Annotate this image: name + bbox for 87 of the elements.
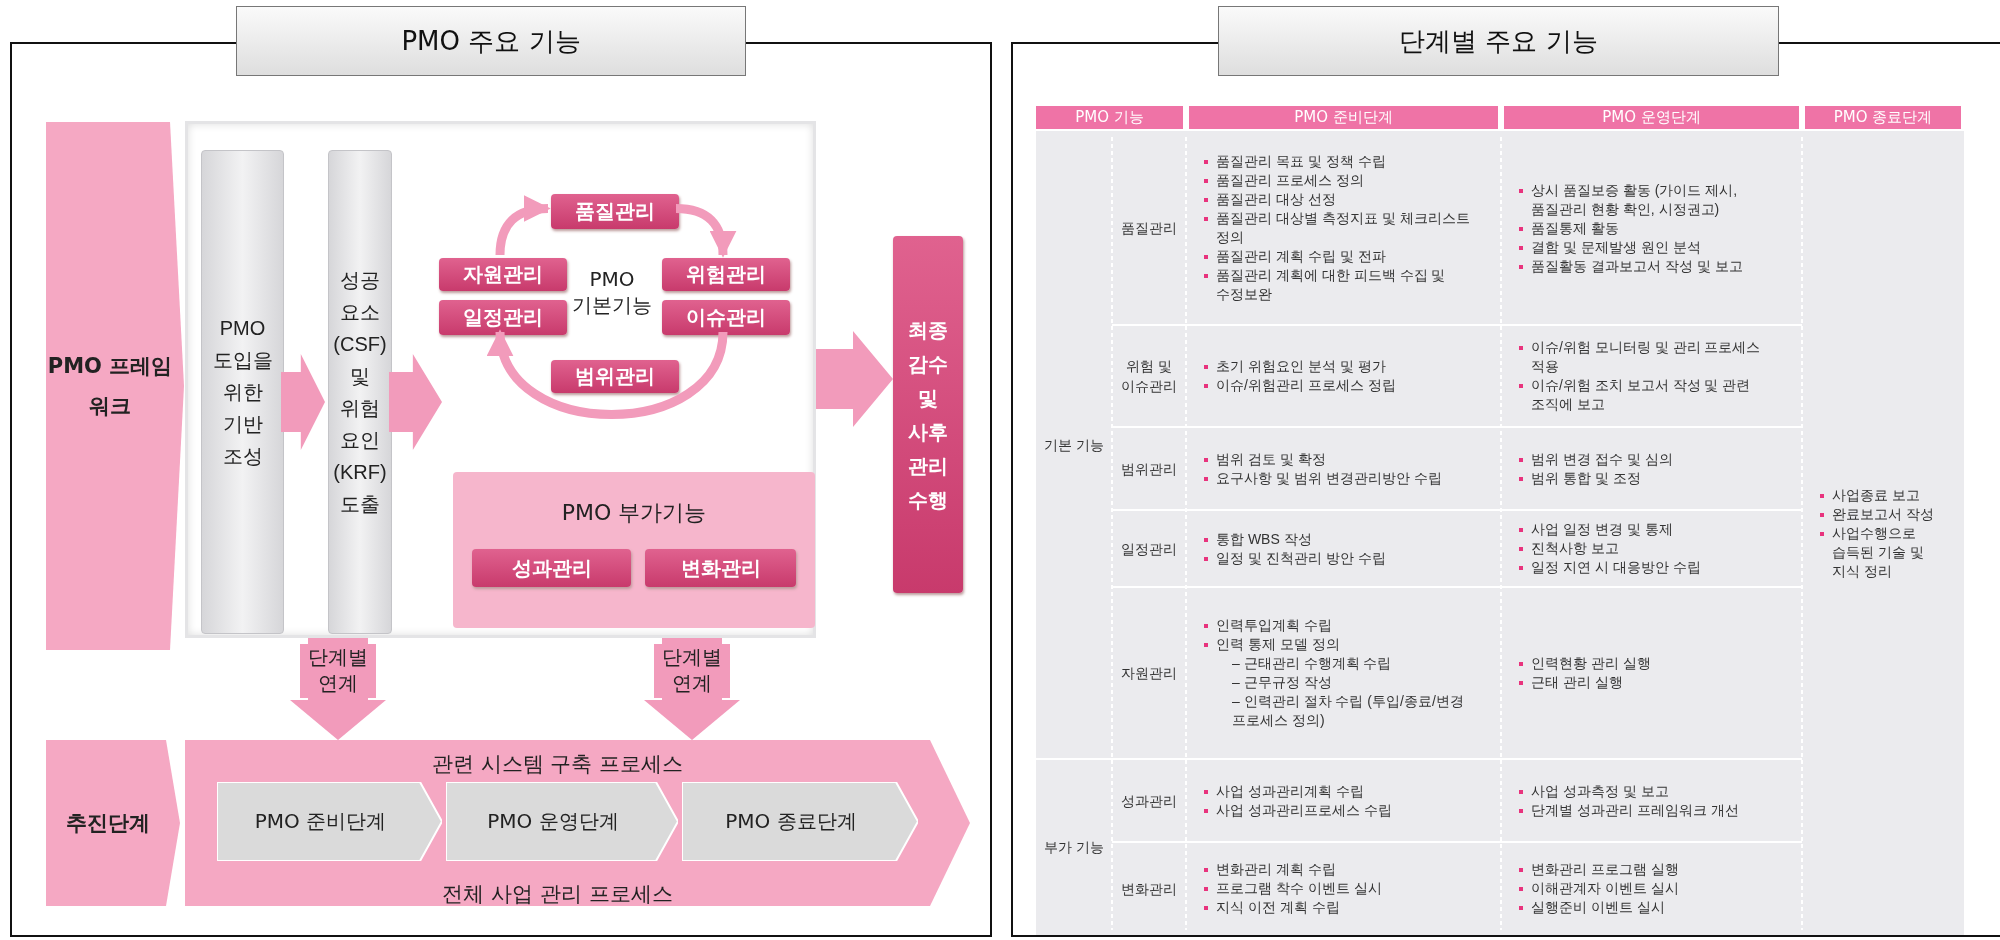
function-box: 범위관리 <box>551 360 679 393</box>
bullet-item: 진척사항 보고 <box>1517 539 1790 558</box>
row-label: 기본 기능 <box>1043 436 1105 455</box>
cycle-arrow <box>490 329 728 419</box>
circle-label: PMO 기본기능 <box>571 266 653 319</box>
bullet-item: 일정 지연 시 대응방안 수립 <box>1517 558 1790 577</box>
function-box: 위험관리 <box>662 258 790 291</box>
row-label: 품질관리 <box>1120 219 1178 238</box>
row-label: 범위관리 <box>1120 459 1178 479</box>
header-cell: PMO 종료단계 <box>1805 106 1961 129</box>
row-label: 변화관리 <box>1120 879 1178 899</box>
bullet-item: 품질관리 목표 및 정책 수립 <box>1202 152 1489 171</box>
header-cell: PMO 준비단계 <box>1189 106 1498 129</box>
group-title: PMO 부가기능 <box>561 499 707 527</box>
function-box: 자원관리 <box>439 258 567 291</box>
bullet-item: 품질관리 계획에 대한 피드백 수집 및 수정보완 <box>1202 266 1489 304</box>
edge-label: 단계별 연계 <box>300 644 376 698</box>
header-cell: PMO 운영단계 <box>1504 106 1799 129</box>
block-arrow <box>281 354 325 450</box>
frame-box <box>185 121 816 638</box>
bullet-item: 단계별 성과관리 프레임워크 개선 <box>1517 800 1790 820</box>
process-band <box>185 740 970 906</box>
bullet-item: 사업 성과관리계획 수립 <box>1202 781 1489 801</box>
bullet-item: 인력투입계획 수립 <box>1202 616 1489 635</box>
bullet-item: 품질관리 프로세스 정의 <box>1202 171 1489 190</box>
header-cell: PMO 기능 <box>1036 106 1183 129</box>
sub-item: – 근무규정 작성 <box>1231 673 1333 692</box>
bullet-item: 이슈/위험 모니터링 및 관리 프로세스 적용 <box>1517 338 1790 376</box>
row-label: 일정관리 <box>1120 539 1178 559</box>
group-box <box>453 472 815 628</box>
row-label: 부가 기능 <box>1043 838 1105 857</box>
phase-box: PMO 준비단계 <box>217 782 442 861</box>
function-box: 변화관리 <box>645 549 796 587</box>
bullet-item: 요구사항 및 범위 변경관리방안 수립 <box>1202 468 1489 488</box>
bullet-item: 결함 및 문제발생 원인 분석 <box>1517 237 1790 257</box>
bullet-item: 변화관리 계획 수립 <box>1202 860 1489 879</box>
bullet-item: 품질관리 계획 수립 및 전파 <box>1202 247 1489 266</box>
bullet-item: 이슈/위험 조치 보고서 작성 및 관련 조직에 보고 <box>1517 376 1790 414</box>
block-arrow <box>389 354 442 450</box>
phase-box: PMO 종료단계 <box>682 782 918 861</box>
side-band: 추진단계 <box>46 740 180 906</box>
bullet-item: 인력 통제 모델 정의 <box>1202 635 1489 654</box>
bullet-item: 상시 품질보증 활동 (가이드 제시, 품질관리 현황 확인, 시정권고) <box>1517 180 1790 219</box>
process-label: 관련 시스템 구축 프로세스 <box>431 751 684 778</box>
bullet-item: 이해관계자 이벤트 실시 <box>1517 879 1790 898</box>
bullet-item: 사업 성과측정 및 보고 <box>1517 781 1790 801</box>
block-arrow <box>816 331 893 427</box>
title-tab: 단계별 주요 기능 <box>1218 6 1779 76</box>
sub-item: – 인력관리 절차 수립 (투입/종료/변경 프로세스 정의) <box>1231 692 1465 730</box>
edge-label: 단계별 연계 <box>654 644 730 698</box>
bullet-item: 근태 관리 실행 <box>1517 673 1790 692</box>
row-label: 성과관리 <box>1120 791 1178 811</box>
bullet-item: 초기 위험요인 분석 및 평가 <box>1202 357 1489 376</box>
bullet-item: 일정 및 진척관리 방안 수립 <box>1202 548 1489 568</box>
bullet-item: 사업수행으로 습득된 기술 및 지식 정리 <box>1818 523 1952 581</box>
bullet-item: 인력현황 관리 실행 <box>1517 654 1790 673</box>
process-label: 전체 사업 관리 프로세스 <box>441 881 674 908</box>
bullet-item: 통합 WBS 작성 <box>1202 529 1489 549</box>
bullet-item: 이슈/위험관리 프로세스 정립 <box>1202 376 1489 395</box>
phase-box: PMO 운영단계 <box>446 782 678 861</box>
bullet-item: 범위 변경 접수 및 심의 <box>1517 449 1790 469</box>
bullet-item: 변화관리 프로그램 실행 <box>1517 860 1790 879</box>
bullet-item: 프로그램 착수 이벤트 실시 <box>1202 879 1489 898</box>
bullet-item: 품질관리 대상별 측정지표 및 체크리스트 정의 <box>1202 209 1489 247</box>
bullet-item: 사업 성과관리프로세스 수립 <box>1202 800 1489 820</box>
bullet-item: 품질통제 활동 <box>1517 218 1790 238</box>
sub-item: – 근태관리 수행계획 수립 <box>1231 654 1393 673</box>
bullet-item: 품질관리 대상 선정 <box>1202 190 1489 209</box>
function-box: 이슈관리 <box>662 300 790 335</box>
function-box: 품질관리 <box>551 194 679 229</box>
title-tab: PMO 주요 기능 <box>236 6 746 76</box>
bullet-item: 실행준비 이벤트 실시 <box>1517 898 1790 917</box>
bullet-item: 범위 통합 및 조정 <box>1517 468 1790 488</box>
bullet-item: 사업 일정 변경 및 통제 <box>1517 520 1790 539</box>
bullet-item: 완료보고서 작성 <box>1818 504 1952 524</box>
row-label: 자원관리 <box>1120 664 1178 683</box>
bullet-item: 범위 검토 및 확정 <box>1202 449 1489 469</box>
function-box: 일정관리 <box>439 300 567 335</box>
pillar-box: PMO 도입을 위한 기반 조성 <box>201 150 284 634</box>
bullet-item: 사업종료 보고 <box>1818 485 1952 505</box>
side-band: PMO 프레임 워크 <box>46 122 184 650</box>
row-label: 위험 및 이슈관리 <box>1120 357 1178 396</box>
function-box: 최종 감수 및 사후 관리 수행 <box>893 236 963 593</box>
bullet-item: 품질활동 결과보고서 작성 및 보고 <box>1517 256 1790 276</box>
pillar-box: 성공 요소 (CSF) 및 위험 요인 (KRF) 도출 <box>328 150 392 634</box>
bullet-item: 지식 이전 계획 수립 <box>1202 898 1489 917</box>
function-box: 성과관리 <box>472 549 631 587</box>
